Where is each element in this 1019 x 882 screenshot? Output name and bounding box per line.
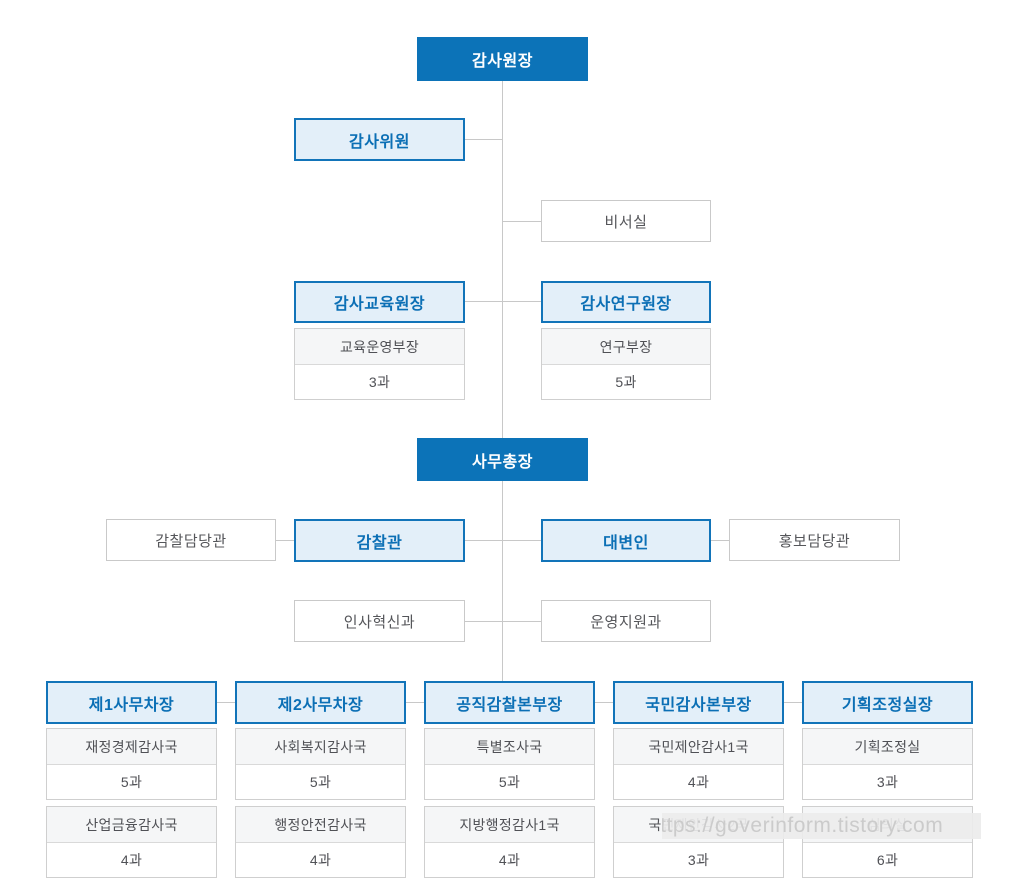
- connector-bottom-3-4: [595, 702, 613, 703]
- research-head-label: 감사연구원장: [580, 296, 672, 313]
- connector-commissioners: [465, 139, 502, 140]
- division-count-row: 6과: [803, 842, 972, 877]
- box-research-head: 감사연구원장: [541, 281, 711, 323]
- bottom-col2-group2: 행정안전감사국 4과: [235, 806, 406, 878]
- box-bottom-header-5: 기획조정실장: [802, 681, 973, 724]
- bureau-row: 지방행정감사1국: [425, 807, 594, 842]
- division-count-row: 3과: [803, 764, 972, 799]
- division-count-row: 4과: [425, 842, 594, 877]
- division-count-row: 5과: [236, 764, 405, 799]
- bottom-col3-group1: 특별조사국 5과: [424, 728, 595, 800]
- connector-bottom-4-5: [784, 702, 802, 703]
- box-spokesperson: 대변인: [541, 519, 711, 562]
- box-bottom-header-1: 제1사무차장: [46, 681, 217, 724]
- box-chairman: 감사원장: [417, 37, 588, 81]
- box-inspector: 감찰관: [294, 519, 465, 562]
- connector-hr-operations: [465, 621, 541, 622]
- connector-bottom-1-2: [217, 702, 235, 703]
- bottom-col3-group2: 지방행정감사1국 4과: [424, 806, 595, 878]
- bureau-row: 국민제안감사1국: [614, 729, 783, 764]
- secretariat-label: 비서실: [604, 213, 648, 231]
- connector-vertical-spine: [502, 81, 503, 681]
- inspector-label: 감찰관: [356, 534, 403, 552]
- research-sub-row: 5과: [542, 364, 710, 399]
- division-count-row: 4과: [236, 842, 405, 877]
- division-count-row: 5과: [425, 764, 594, 799]
- commissioners-label: 감사위원: [349, 133, 410, 151]
- box-operations-support: 운영지원과: [541, 600, 711, 642]
- division-count-row: 5과: [47, 764, 216, 799]
- connector-pr-officer: [710, 540, 729, 541]
- division-count-row: 4과: [47, 842, 216, 877]
- box-pr-officer: 홍보담당관: [729, 519, 900, 561]
- bureau-row: 기획조정실: [803, 729, 972, 764]
- education-head-label: 감사교육원장: [333, 296, 426, 313]
- operations-support-label: 운영지원과: [590, 613, 662, 631]
- bottom-col1-group2: 산업금융감사국 4과: [46, 806, 217, 878]
- box-bottom-header-3: 공직감찰본부장: [424, 681, 595, 724]
- research-subgroup: 연구부장 5과: [541, 328, 711, 400]
- bottom-col4-group1: 국민제안감사1국 4과: [613, 728, 784, 800]
- box-education-head: 감사교육원장: [294, 281, 465, 323]
- bottom-col2-group1: 사회복지감사국 5과: [235, 728, 406, 800]
- education-subgroup: 교육운영부장 3과: [294, 328, 465, 400]
- watermark: https://goverinform.tistory.com: [662, 813, 981, 839]
- division-count-row: 3과: [614, 842, 783, 877]
- bureau-row: 행정안전감사국: [236, 807, 405, 842]
- box-bottom-header-2: 제2사무차장: [235, 681, 406, 724]
- division-count-row: 4과: [614, 764, 783, 799]
- bureau-row: 특별조사국: [425, 729, 594, 764]
- chairman-label: 감사원장: [472, 53, 533, 70]
- bottom-col1-group1: 재정경제감사국 5과: [46, 728, 217, 800]
- connector-bottom-2-3: [406, 702, 424, 703]
- education-sub-row: 교육운영부장: [295, 329, 464, 364]
- box-secretariat: 비서실: [541, 200, 711, 242]
- bureau-row: 재정경제감사국: [47, 729, 216, 764]
- box-bottom-header-4: 국민감사본부장: [613, 681, 784, 724]
- box-secretary-general: 사무총장: [417, 438, 588, 481]
- connector-education-research: [465, 301, 541, 302]
- secretary-general-label: 사무총장: [472, 453, 533, 471]
- bottom-col5-group1: 기획조정실 3과: [802, 728, 973, 800]
- box-hr-innovation: 인사혁신과: [294, 600, 465, 642]
- inspection-officer-label: 감찰담당관: [155, 532, 227, 550]
- watermark-text: https://goverinform.tistory.com: [662, 814, 944, 837]
- bureau-row: 산업금융감사국: [47, 807, 216, 842]
- bureau-row: 사회복지감사국: [236, 729, 405, 764]
- research-sub-row: 연구부장: [542, 329, 710, 364]
- pr-officer-label: 홍보담당관: [778, 532, 851, 550]
- connector-inspector-spokesperson: [465, 540, 541, 541]
- connector-inspection-officer: [276, 540, 294, 541]
- box-commissioners: 감사위원: [294, 118, 465, 161]
- box-inspection-officer: 감찰담당관: [106, 519, 276, 561]
- education-sub-row: 3과: [295, 364, 464, 399]
- connector-secretariat: [502, 221, 541, 222]
- spokesperson-label: 대변인: [603, 534, 649, 552]
- hr-innovation-label: 인사혁신과: [343, 613, 416, 631]
